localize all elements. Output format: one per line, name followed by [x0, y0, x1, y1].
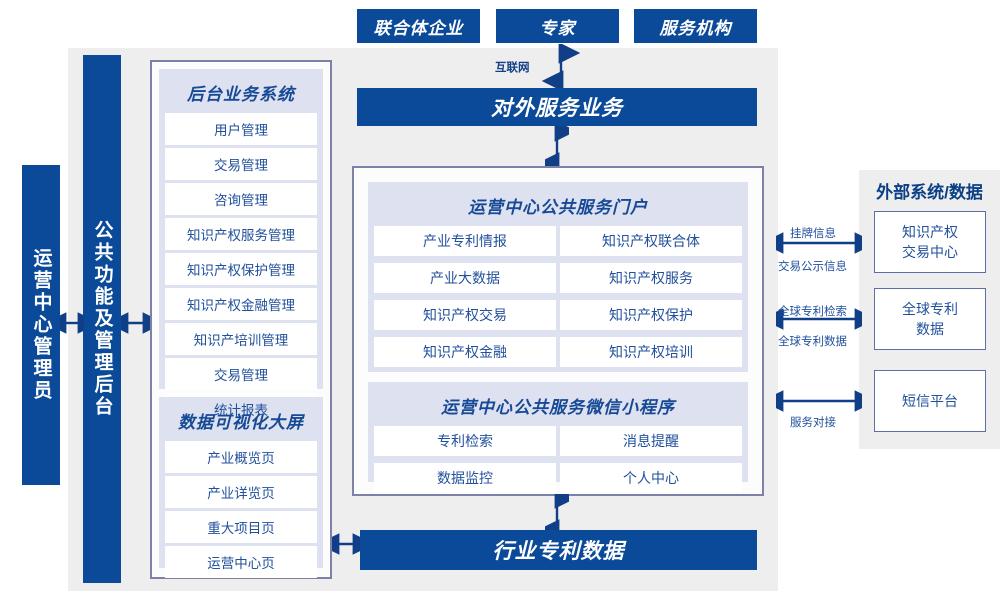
left-bar-label: 运营中心管理员	[30, 248, 52, 402]
portal-to-industrydata-connector	[537, 487, 577, 541]
double-arrow-horizontal-icon	[106, 312, 165, 334]
miniprogram-item[interactable]: 专利检索	[374, 426, 556, 456]
miniprogram-group: 运营中心公共服务微信小程序 专利检索 消息提醒 数据监控 个人中心	[368, 382, 748, 493]
backoffice-to-panel-connector	[106, 312, 165, 334]
dataviz-item[interactable]: 运营中心页	[165, 546, 317, 578]
miniprogram-title: 运营中心公共服务微信小程序	[441, 398, 675, 417]
external-box-line1: 知识产权	[902, 223, 958, 240]
backoffice-item[interactable]: 用户管理	[165, 113, 317, 145]
portal-item[interactable]: 产业专利情报	[374, 226, 556, 256]
double-arrow-horizontal-icon	[761, 308, 877, 330]
left-bar-operation-admin[interactable]: 运营中心管理员	[22, 165, 60, 485]
dataviz-item[interactable]: 产业详览页	[165, 476, 317, 508]
portal-item[interactable]: 产业大数据	[374, 263, 556, 293]
portal-item[interactable]: 知识产权联合体	[560, 226, 742, 256]
external-systems-title: 外部系统/数据	[876, 183, 983, 202]
portal-item[interactable]: 知识产权服务	[560, 263, 742, 293]
connector-ip-trading-center	[761, 232, 877, 254]
backoffice-item[interactable]: 交易管理	[165, 148, 317, 180]
miniprogram-item[interactable]: 消息提醒	[560, 426, 742, 456]
left-bar-label: 公共功能及管理后台	[91, 220, 113, 418]
dataviz-title: 数据可视化大屏	[178, 413, 304, 432]
double-arrow-horizontal-icon	[44, 312, 100, 334]
backoffice-item[interactable]: 咨询管理	[165, 183, 317, 215]
external-box-label: 知识产权 交易中心	[902, 222, 958, 263]
portal-item[interactable]: 知识产权培训	[560, 337, 742, 367]
miniprogram-items-grid: 专利检索 消息提醒 数据监控 个人中心	[374, 426, 742, 496]
external-box-line2: 数据	[916, 321, 944, 337]
backoffice-title: 后台业务系统	[187, 85, 295, 104]
external-box-global-patent-data[interactable]: 全球专利 数据	[874, 288, 986, 350]
backoffice-item[interactable]: 交易管理	[165, 358, 317, 390]
portal-group: 运营中心公共服务门户 产业专利情报 知识产权联合体 产业大数据 知识产权服务 知…	[368, 182, 748, 372]
miniprogram-item[interactable]: 数据监控	[374, 463, 556, 493]
internet-label: 互联网	[495, 62, 530, 74]
external-service-banner[interactable]: 对外服务业务	[357, 88, 757, 126]
double-arrow-vertical-icon	[537, 487, 577, 541]
listing-info-label: 挂牌信息	[790, 228, 836, 240]
external-box-ip-trading-center[interactable]: 知识产权 交易中心	[874, 211, 986, 273]
backoffice-item[interactable]: 知识产权金融管理	[165, 288, 317, 320]
banner-to-portal-connector	[537, 120, 577, 174]
panel-to-industrydata-connector	[317, 533, 375, 555]
top-actor-label: 联合体企业	[373, 18, 464, 38]
backoffice-item[interactable]: 知识产培训管理	[165, 323, 317, 355]
double-arrow-vertical-icon	[537, 120, 577, 174]
double-arrow-horizontal-icon	[317, 533, 375, 555]
left-modules-panel: 后台业务系统 用户管理 交易管理 咨询管理 知识产权服务管理 知识产权保护管理 …	[150, 60, 332, 579]
portal-item[interactable]: 知识产权交易	[374, 300, 556, 330]
external-box-sms-platform[interactable]: 短信平台	[874, 370, 986, 432]
portal-item[interactable]: 知识产权保护	[560, 300, 742, 330]
top-actor-label: 服务机构	[659, 18, 732, 38]
global-patent-data-label: 全球专利数据	[778, 336, 847, 348]
admin-to-backoffice-connector	[44, 312, 100, 334]
top-actor-label: 专家	[539, 18, 576, 38]
left-bar-common-backoffice[interactable]: 公共功能及管理后台	[83, 55, 121, 583]
top-actor-box-2[interactable]: 服务机构	[634, 9, 757, 43]
top-actor-box-1[interactable]: 专家	[496, 9, 619, 43]
backoffice-group: 后台业务系统 用户管理 交易管理 咨询管理 知识产权服务管理 知识产权保护管理 …	[159, 69, 323, 425]
external-box-line2: 交易中心	[902, 244, 958, 260]
portal-item[interactable]: 知识产权金融	[374, 337, 556, 367]
service-docking-label: 服务对接	[790, 417, 836, 429]
center-services-panel: 运营中心公共服务门户 产业专利情报 知识产权联合体 产业大数据 知识产权服务 知…	[352, 166, 764, 496]
portal-items-grid: 产业专利情报 知识产权联合体 产业大数据 知识产权服务 知识产权交易 知识产权保…	[374, 226, 742, 370]
dataviz-item[interactable]: 产业概览页	[165, 441, 317, 473]
dataviz-group: 数据可视化大屏 产业概览页 产业详览页 重大项目页 运营中心页	[159, 397, 323, 578]
external-box-line1: 全球专利	[902, 300, 958, 317]
portal-title: 运营中心公共服务门户	[468, 198, 648, 217]
global-patent-search-label: 全球专利检索	[778, 306, 847, 318]
backoffice-item[interactable]: 知识产权保护管理	[165, 253, 317, 285]
double-arrow-horizontal-icon	[761, 232, 877, 254]
internet-arrow-icon	[541, 42, 581, 92]
industry-patent-data-label: 行业专利数据	[492, 540, 625, 563]
external-box-label: 全球专利 数据	[902, 299, 958, 340]
industry-patent-data-banner[interactable]: 行业专利数据	[360, 530, 757, 570]
connector-global-patent-data	[761, 308, 877, 330]
internet-connector	[497, 42, 587, 92]
external-service-label: 对外服务业务	[491, 97, 623, 120]
backoffice-item[interactable]: 知识产权服务管理	[165, 218, 317, 250]
top-actor-box-0[interactable]: 联合体企业	[357, 9, 480, 43]
double-arrow-horizontal-icon	[761, 390, 877, 412]
external-box-label: 短信平台	[902, 392, 958, 409]
connector-sms-platform	[761, 390, 877, 412]
miniprogram-item[interactable]: 个人中心	[560, 463, 742, 493]
trade-public-info-label: 交易公示信息	[778, 261, 847, 273]
dataviz-item[interactable]: 重大项目页	[165, 511, 317, 543]
